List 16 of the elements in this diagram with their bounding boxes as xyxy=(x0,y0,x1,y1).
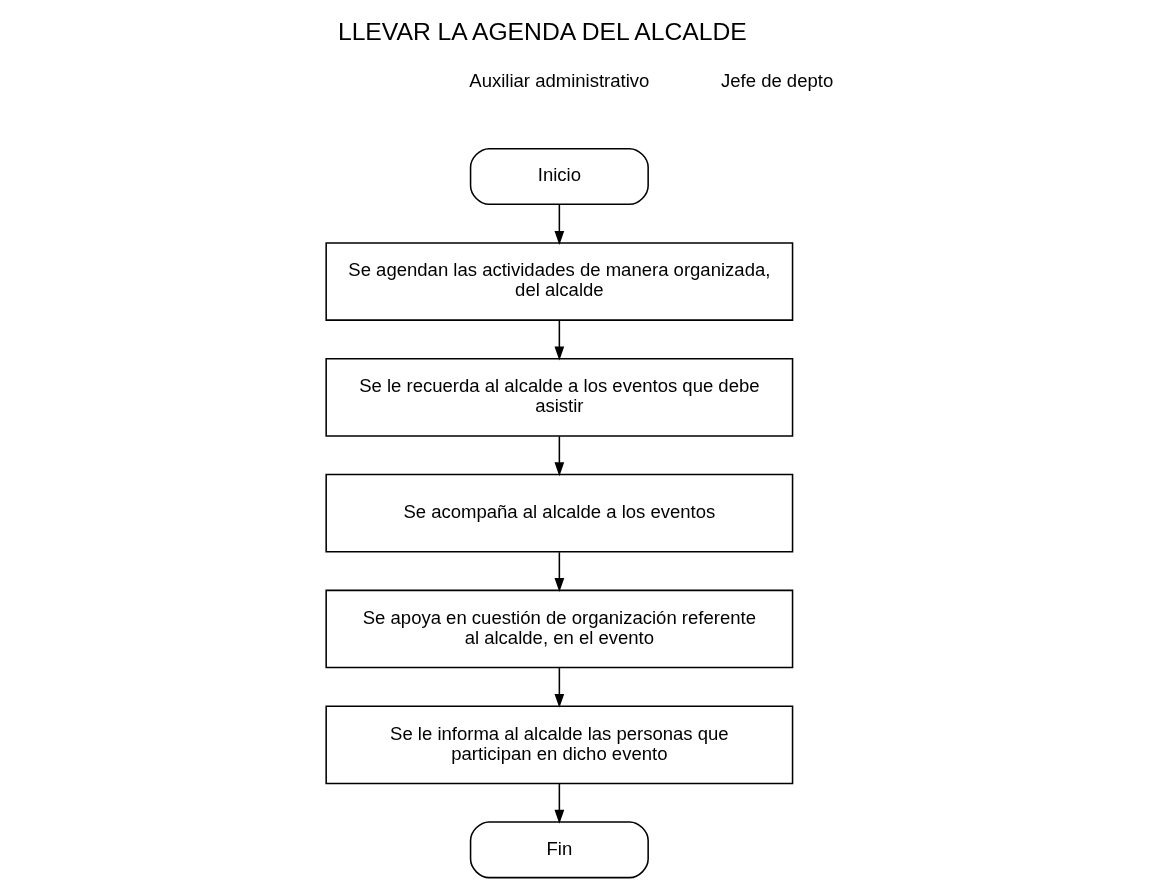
node-box: Se acompaña al alcalde a los eventos xyxy=(324,473,793,553)
arrow xyxy=(554,667,564,708)
node-box: Se le informa al alcalde las personas que participan en dicho evento xyxy=(324,705,793,785)
diagram-title: LLEVAR LA AGENDA DEL ALCALDE xyxy=(337,18,747,46)
node-box: Fin xyxy=(469,821,649,879)
node-box: Se apoya en cuestión de organización referente al alcalde, en el evento xyxy=(324,589,793,669)
node-box: Inicio xyxy=(469,147,649,206)
label: Jefe de depto xyxy=(720,70,833,92)
node-box: Se agendan las actividades de manera organizada, del alcalde xyxy=(324,242,793,321)
node-box: Se le recuerda al alcalde a los eventos que debe asistir xyxy=(324,358,793,437)
arrow xyxy=(554,782,564,824)
arrow xyxy=(554,204,564,245)
arrow xyxy=(554,551,564,593)
arrow xyxy=(554,319,564,361)
label: Auxiliar administrativo xyxy=(468,70,649,92)
arrow xyxy=(554,435,564,477)
